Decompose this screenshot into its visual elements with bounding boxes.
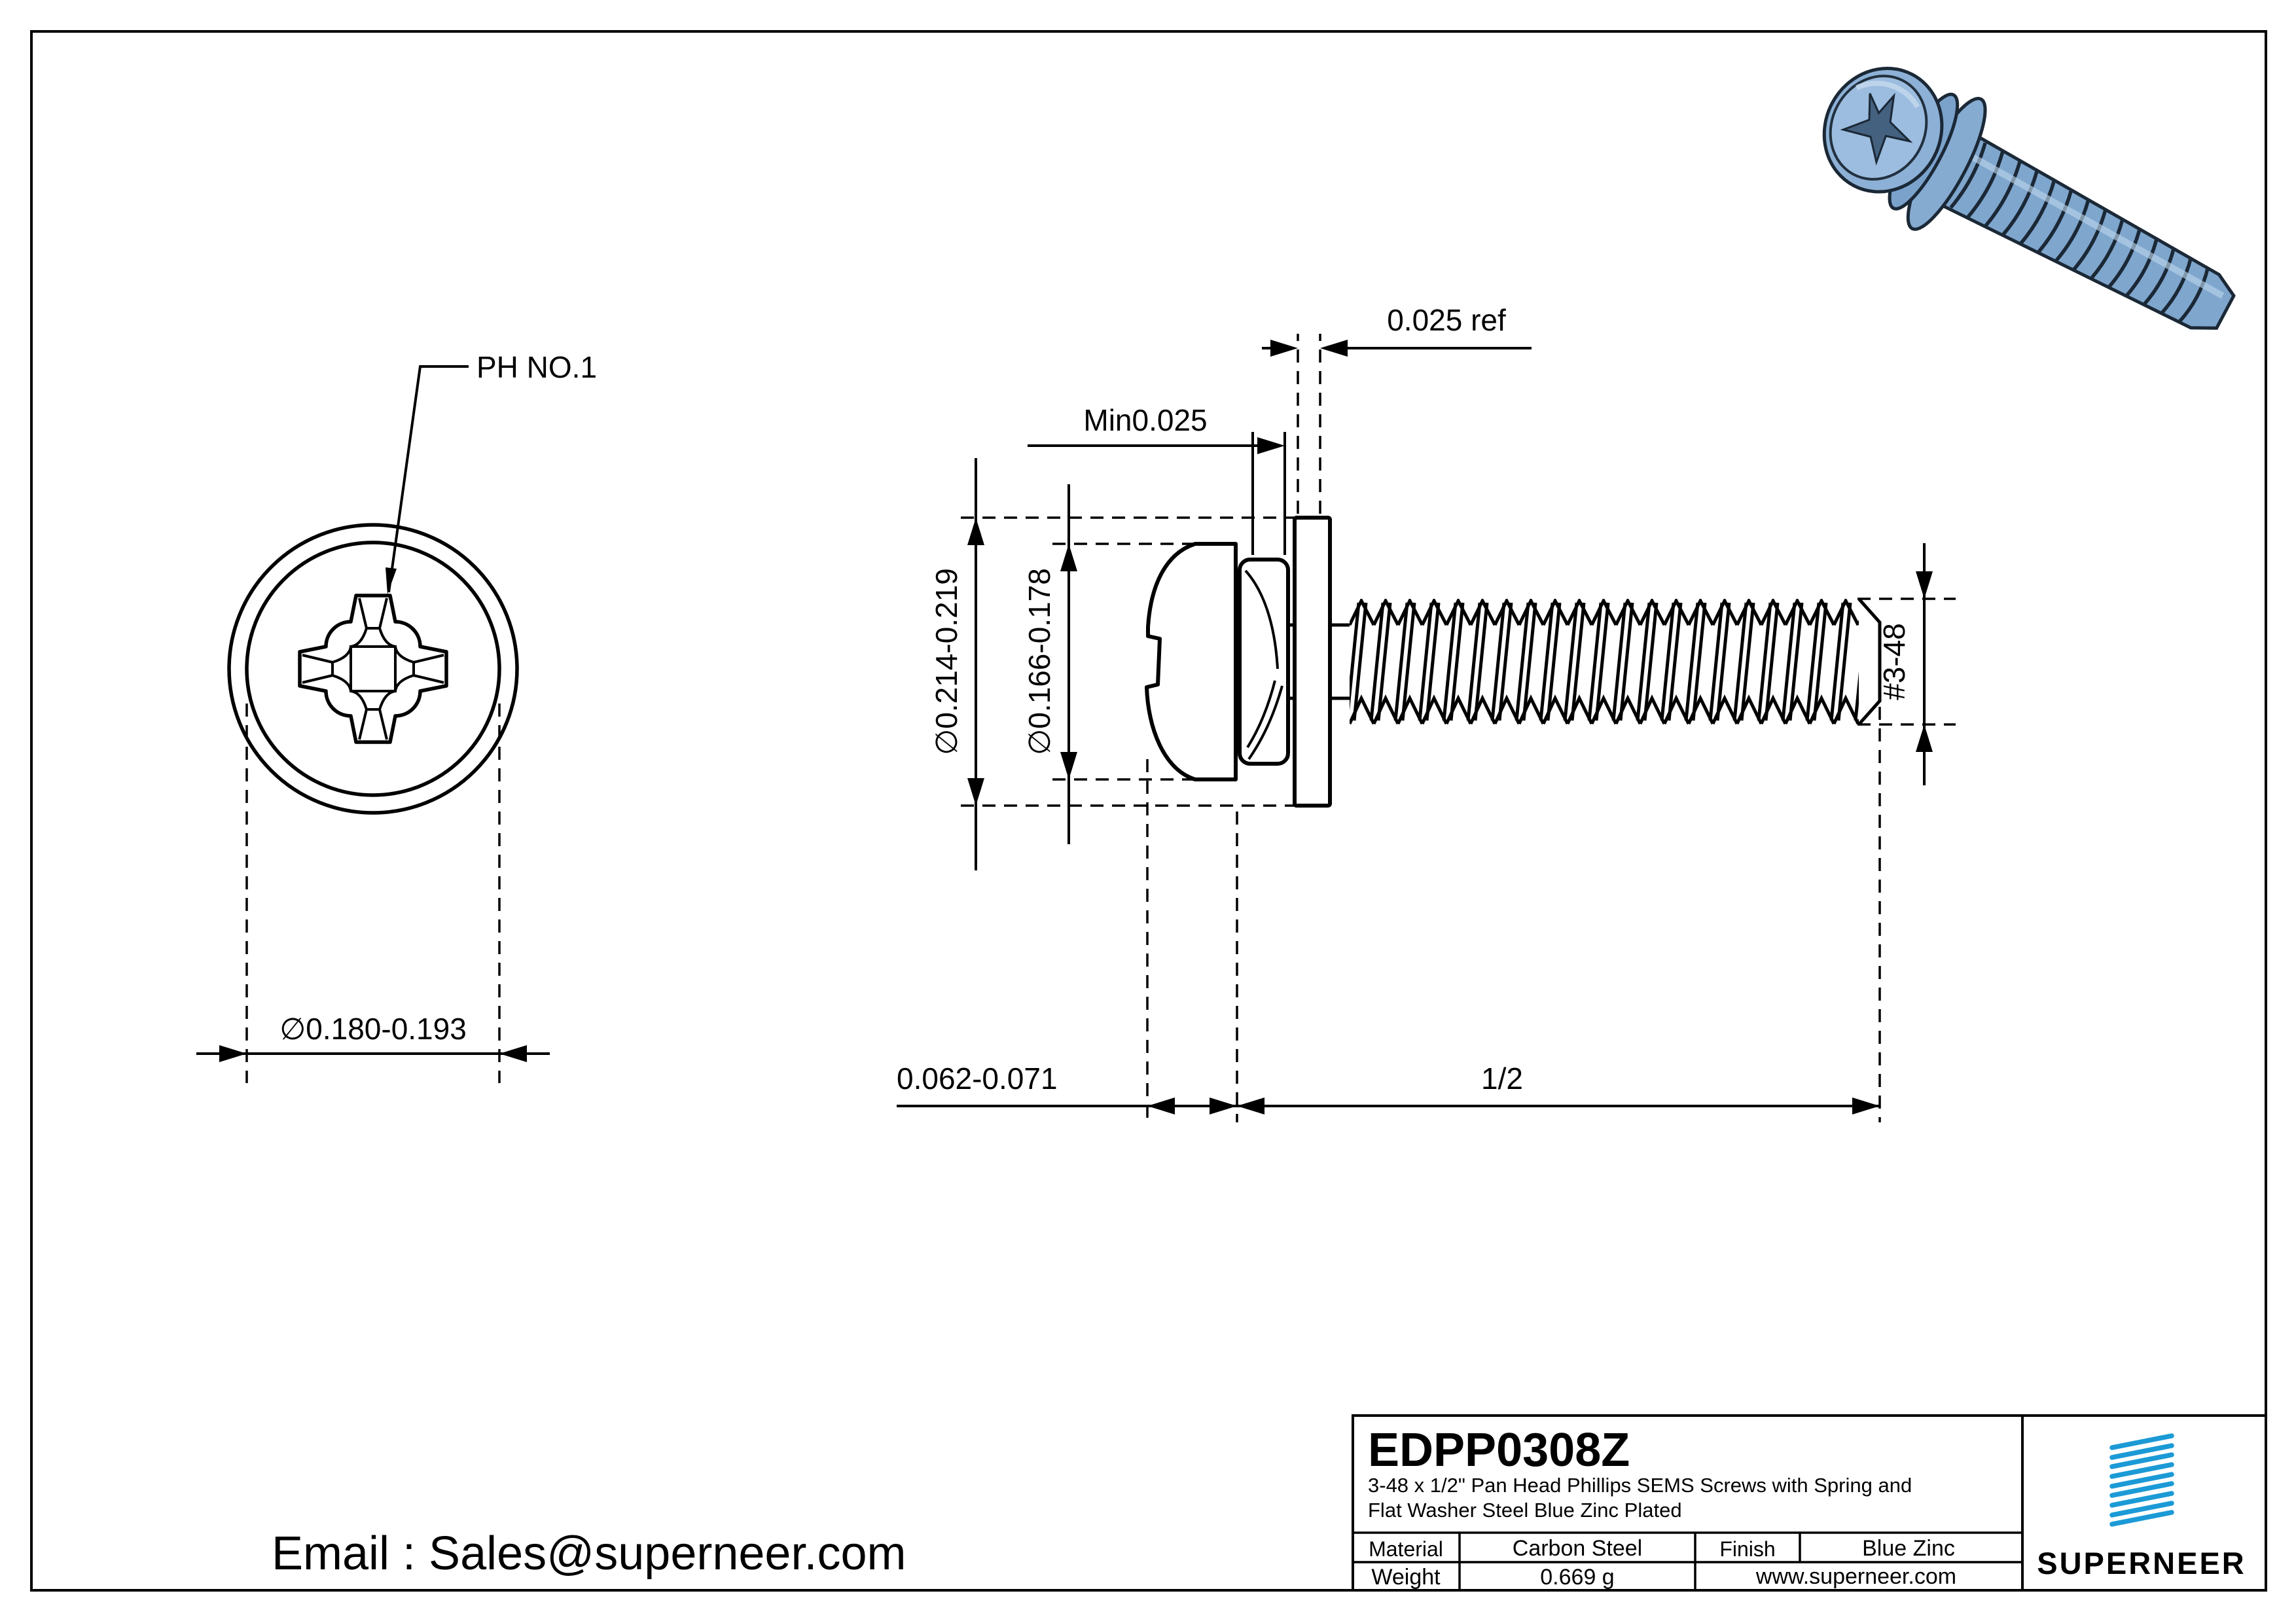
front-view: PH NO.1 ∅0.180-0.193 — [196, 350, 597, 1083]
phillips-cross-outline — [298, 594, 448, 744]
dim-arrow — [1270, 340, 1298, 357]
side-view: ∅0.214-0.219 ∅0.166-0.178 Min0.025 0.025… — [897, 303, 1956, 1122]
screw-3d-head-highlight — [1855, 80, 1920, 109]
brand-text: SUPERNEER — [2037, 1546, 2246, 1580]
weight-label: Weight — [1371, 1565, 1441, 1590]
dim-arrow — [1237, 1097, 1265, 1115]
dim-arrow — [967, 778, 984, 806]
dim-arrow — [1210, 1097, 1237, 1115]
dim-arrow — [967, 518, 984, 545]
length-text: 1/2 — [1481, 1061, 1523, 1096]
thread-od-extensions — [1857, 597, 1956, 726]
length-extensions — [1146, 707, 1881, 1122]
email-text: Email : Sales@superneer.com — [272, 1527, 906, 1580]
dim-arrow — [499, 1045, 527, 1062]
phillips-cross-wings — [302, 597, 444, 740]
thread-pattern — [1350, 599, 1859, 724]
thread-tip — [1857, 597, 1882, 726]
part-number: EDPP0308Z — [1368, 1424, 1630, 1476]
title-block-frame — [1352, 1414, 2267, 1592]
screw-3d-phillips-recess — [1840, 92, 1913, 166]
phillips-cross-center-square — [350, 645, 397, 692]
dim-arrow — [219, 1045, 247, 1062]
flat-washer — [1293, 516, 1332, 808]
front-diameter-text: ∅0.180-0.193 — [279, 1012, 467, 1046]
title-block-col-lines — [1458, 1533, 1801, 1590]
washer-od-text: ∅0.214-0.219 — [929, 568, 963, 755]
spring-washer — [1238, 558, 1290, 766]
min-thickness-extensions — [1251, 432, 1286, 555]
washer-od-extensions — [961, 516, 1295, 807]
finish-value: Blue Zinc — [1862, 1536, 1955, 1561]
ph-leader-arrow — [386, 567, 397, 594]
thread-size-text: #3-48 — [1877, 623, 1911, 700]
title-block: EDPP0308Z 3-48 x 1/2" Pan Head Phillips … — [1352, 1414, 2267, 1592]
dim-arrow — [1852, 1097, 1880, 1115]
dim-arrow — [1916, 724, 1933, 752]
page-frame — [30, 30, 2267, 1592]
head-height-text: 0.062-0.071 — [897, 1061, 1058, 1096]
ph-label: PH NO.1 — [476, 350, 597, 384]
ref-text: 0.025 ref — [1387, 303, 1506, 337]
spring-washer-split — [1244, 569, 1283, 760]
finish-label: Finish — [1719, 1537, 1775, 1561]
dim-arrow — [1257, 437, 1285, 454]
weight-value: 0.669 g — [1540, 1565, 1614, 1590]
material-value: Carbon Steel — [1513, 1536, 1642, 1561]
screw-3d-highlight — [1966, 151, 2225, 299]
pan-head-profile — [1145, 542, 1238, 781]
material-label: Material — [1369, 1537, 1443, 1561]
description-line2: Flat Washer Steel Blue Zinc Plated — [1368, 1499, 1682, 1522]
dim-arrow — [1060, 752, 1077, 779]
min-thickness-text: Min0.025 — [1083, 403, 1207, 437]
head-circle — [245, 541, 501, 797]
head-od-extensions — [1052, 543, 1199, 781]
dim-arrow — [1320, 340, 1348, 357]
screw-3d-threads — [1949, 142, 2210, 324]
ref-extensions — [1297, 334, 1321, 514]
dim-arrow — [1060, 544, 1077, 571]
washer-outer-circle — [227, 523, 519, 815]
screw-3d-render — [1822, 66, 2236, 330]
ph-leader-line — [387, 365, 469, 593]
description-line1: 3-48 x 1/2" Pan Head Phillips SEMS Screw… — [1368, 1474, 1912, 1497]
dim-arrow — [1916, 571, 1933, 599]
superneer-logo-icon — [2109, 1433, 2174, 1527]
title-block-row-lines — [1353, 1531, 2022, 1563]
dim-arrow — [1147, 1097, 1175, 1115]
shank-lines — [1236, 623, 1350, 700]
website-link[interactable]: www.superneer.com — [1755, 1564, 1956, 1589]
head-od-text: ∅0.166-0.178 — [1022, 568, 1056, 755]
